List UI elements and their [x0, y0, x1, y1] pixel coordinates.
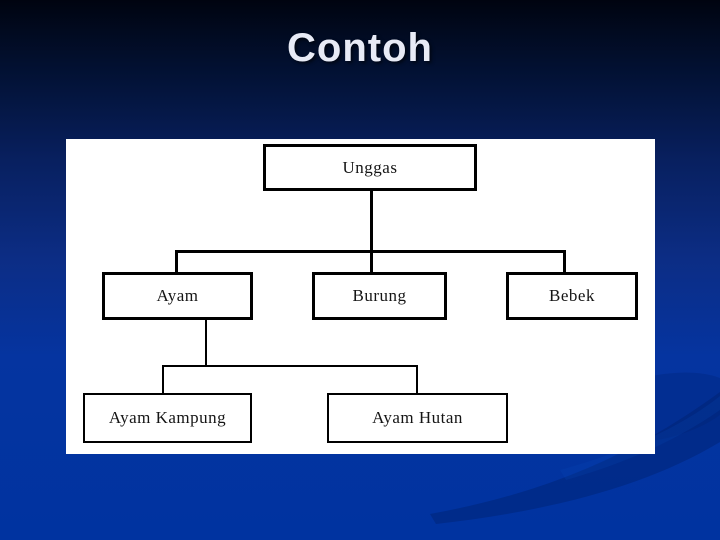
connector-drop-bebek — [563, 250, 566, 273]
connector-drop-burung — [370, 250, 373, 273]
connector-drop-ayam — [175, 250, 178, 273]
node-ayam-label: Ayam — [156, 286, 199, 305]
diagram-panel: Unggas Ayam Burung Bebek Ayam Kampung Ay… — [66, 139, 655, 454]
node-ayam-hutan: Ayam Hutan — [327, 393, 508, 443]
connector-ayam-stem — [205, 320, 207, 367]
connector-drop-ayam-hutan — [416, 365, 418, 393]
node-ayam-hutan-label: Ayam Hutan — [372, 408, 463, 427]
node-bebek: Bebek — [506, 272, 638, 320]
connector-bottom-horizontal — [162, 365, 418, 367]
slide-title: Contoh — [287, 26, 433, 70]
node-bebek-label: Bebek — [549, 286, 595, 305]
node-burung: Burung — [312, 272, 447, 320]
node-burung-label: Burung — [352, 286, 407, 305]
node-unggas-label: Unggas — [342, 157, 398, 177]
node-ayam-kampung: Ayam Kampung — [83, 393, 252, 443]
node-ayam-kampung-label: Ayam Kampung — [108, 408, 227, 427]
node-unggas: Unggas — [263, 144, 477, 191]
connector-unggas-stem — [370, 190, 373, 253]
node-ayam: Ayam — [102, 272, 253, 320]
connector-drop-ayam-kampung — [162, 365, 164, 393]
